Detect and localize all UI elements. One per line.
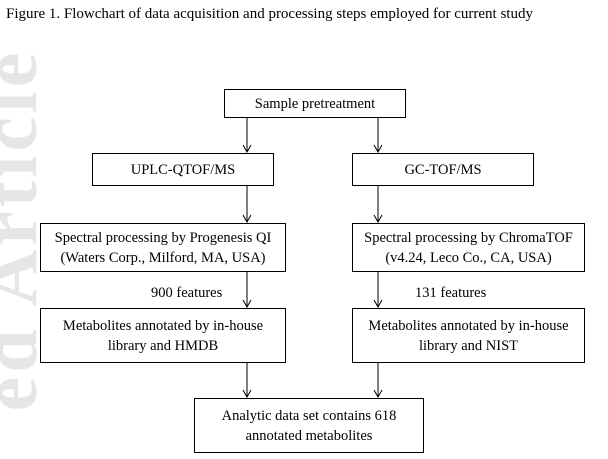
annotation-right-line2: library and NIST bbox=[418, 337, 519, 354]
annotation-left-line1: Metabolites annotated by in-house bbox=[62, 317, 264, 334]
spectral-processing-left-box: Spectral processing by Progenesis QI (Wa… bbox=[40, 223, 286, 272]
final-dataset-line2: annotated metabolites bbox=[245, 427, 373, 444]
gc-box: GC-TOF/MS bbox=[352, 153, 534, 186]
gc-label: GC-TOF/MS bbox=[404, 161, 482, 178]
final-dataset-line1: Analytic data set contains 618 bbox=[221, 407, 397, 424]
right-features-label: 131 features bbox=[415, 285, 487, 301]
final-dataset-box: Analytic data set contains 618 annotated… bbox=[194, 398, 424, 453]
annotation-left-line2: library and HMDB bbox=[107, 337, 219, 354]
spectral-left-line2: (Waters Corp., Milford, MA, USA) bbox=[60, 249, 266, 266]
annotation-left-box: Metabolites annotated by in-house librar… bbox=[40, 308, 286, 363]
spectral-right-line2: (v4.24, Leco Co., CA, USA) bbox=[385, 249, 552, 266]
spectral-left-line1: Spectral processing by Progenesis QI bbox=[54, 229, 272, 246]
left-features-label: 900 features bbox=[151, 285, 223, 301]
annotation-right-line1: Metabolites annotated by in-house bbox=[368, 317, 569, 334]
uplc-box: UPLC-QTOF/MS bbox=[92, 153, 274, 186]
sample-pretreatment-box: Sample pretreatment bbox=[224, 89, 406, 118]
spectral-right-line1: Spectral processing by ChromaTOF bbox=[364, 229, 573, 246]
spectral-processing-right-box: Spectral processing by ChromaTOF (v4.24,… bbox=[352, 223, 585, 272]
figure-title: Figure 1. Flowchart of data acquisition … bbox=[6, 6, 533, 22]
sample-pretreatment-label: Sample pretreatment bbox=[254, 95, 376, 112]
annotation-right-box: Metabolites annotated by in-house librar… bbox=[352, 308, 585, 363]
uplc-label: UPLC-QTOF/MS bbox=[130, 161, 236, 178]
